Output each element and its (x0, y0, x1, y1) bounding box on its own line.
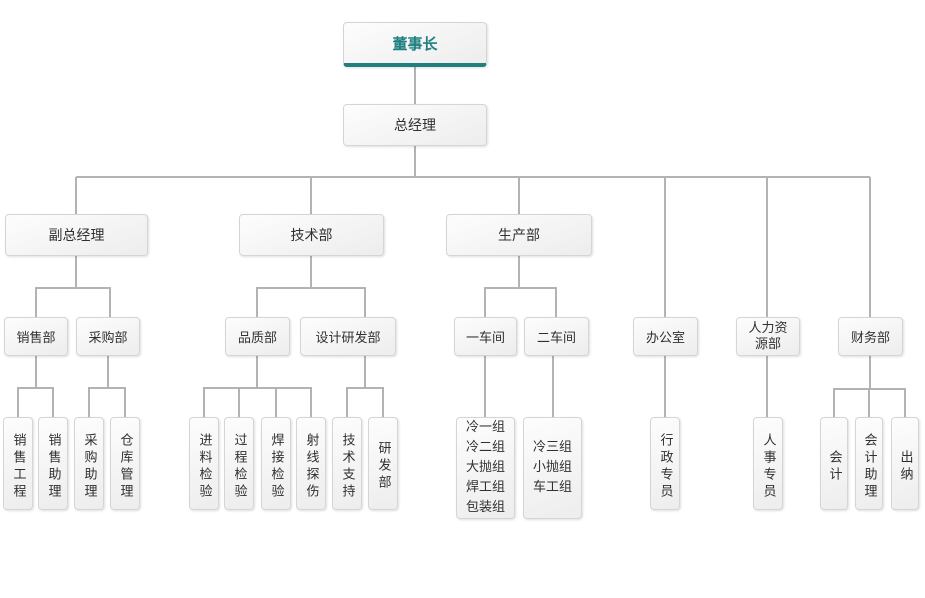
org-node-cashier: 出纳 (891, 417, 919, 510)
org-node-radiographic-testing: 射线探伤 (296, 417, 326, 510)
org-node-workshop2: 二车间 (524, 317, 589, 356)
org-node-workshop1-groups: 冷一组 冷二组 大抛组 焊工组 包装组 (456, 417, 515, 519)
org-node-quality-dept: 品质部 (225, 317, 290, 356)
org-node-general-manager: 总经理 (343, 104, 487, 146)
org-node-design-rd-dept: 设计研发部 (300, 317, 396, 356)
org-node-admin-specialist: 行政专员 (650, 417, 680, 510)
org-node-finance-dept: 财务部 (838, 317, 903, 356)
org-node-welding-inspection: 焊接检验 (261, 417, 291, 510)
org-node-deputy-gm: 副总经理 (5, 214, 148, 256)
org-node-workshop2-groups: 冷三组 小抛组 车工组 (523, 417, 582, 519)
org-node-hr-dept-label: 人力资源部 (748, 320, 788, 352)
org-node-chairman: 董事长 (343, 22, 487, 67)
org-node-tech-dept: 技术部 (239, 214, 384, 256)
org-node-sales-dept: 销售部 (4, 317, 68, 356)
org-node-workshop1: 一车间 (454, 317, 517, 356)
org-node-sales-engineering: 销售工程 (3, 417, 33, 510)
org-node-purchasing-assistant: 采购助理 (74, 417, 104, 510)
org-node-warehouse-management: 仓库管理 (110, 417, 140, 510)
org-node-incoming-inspection: 进料检验 (189, 417, 219, 510)
org-node-process-inspection: 过程检验 (224, 417, 254, 510)
org-node-hr-specialist: 人事专员 (753, 417, 783, 510)
org-node-technical-support: 技术支持 (332, 417, 362, 510)
org-node-hr-dept: 人力资源部 (736, 317, 800, 356)
org-node-production-dept: 生产部 (446, 214, 592, 256)
org-node-purchasing-dept: 采购部 (76, 317, 140, 356)
org-node-rd-dept: 研发部 (368, 417, 398, 510)
org-node-accountant: 会计 (820, 417, 848, 510)
org-node-accounting-assistant: 会计助理 (855, 417, 883, 510)
org-node-sales-assistant: 销售助理 (38, 417, 68, 510)
org-node-office: 办公室 (633, 317, 698, 356)
